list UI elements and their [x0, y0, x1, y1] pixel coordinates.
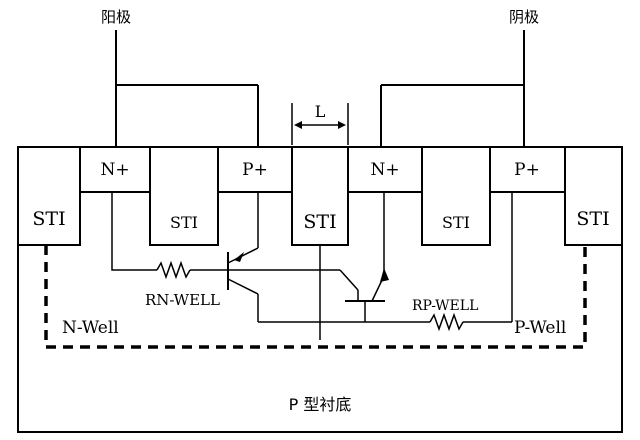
p-plus-right-label: P+: [514, 160, 540, 180]
n-well-label: N-Well: [62, 318, 119, 338]
r-pwell-label: RP-WELL: [412, 298, 478, 314]
p-plus-left-label: P+: [242, 160, 268, 180]
spacing-label: L: [315, 102, 326, 121]
n-plus-left-label: N+: [100, 160, 129, 180]
cathode-label: 阴极: [509, 8, 539, 26]
pnp-emitter-arrow: [234, 252, 244, 262]
p-well-label: P-Well: [514, 318, 566, 338]
r-nwell-label: RN-WELL: [145, 291, 220, 309]
sti-1-label: STI: [32, 208, 65, 230]
n-well-boundary: [46, 245, 585, 347]
sti-2-label: STI: [170, 213, 198, 232]
sti-4-label: STI: [442, 213, 470, 232]
npn-emitter-arrow: [380, 268, 389, 282]
sti-1: [18, 147, 80, 245]
anode-label: 阳极: [101, 8, 131, 26]
sti-5-label: STI: [576, 208, 609, 230]
anode-wiring: [116, 30, 258, 147]
cathode-wiring: [381, 30, 524, 147]
r-nwell-resistor: [157, 263, 190, 277]
sti-5: [565, 147, 622, 245]
substrate-label: P 型衬底: [289, 395, 352, 414]
n-plus-right-label: N+: [370, 160, 399, 180]
r-pwell-resistor: [430, 315, 463, 329]
sti-3-label: STI: [303, 211, 336, 233]
